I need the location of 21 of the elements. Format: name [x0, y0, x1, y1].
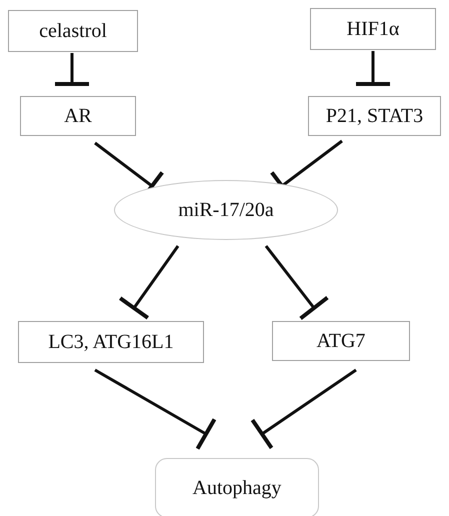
node-label: HIF1α	[346, 18, 400, 40]
node-label: celastrol	[39, 20, 107, 42]
inhibition-connector	[118, 245, 180, 320]
node-label: AR	[64, 104, 92, 128]
process-box	[155, 458, 319, 516]
gene-box	[310, 8, 436, 50]
inhibition-connector	[53, 53, 91, 86]
node-label: P21, STAT3	[326, 104, 424, 128]
gene-box	[18, 321, 204, 363]
node-label: miR-17/20a	[178, 198, 274, 222]
inhibition-connector	[354, 51, 392, 86]
gene-box	[308, 96, 441, 136]
node-label: Autophagy	[192, 476, 282, 500]
node-label: ATG7	[316, 330, 366, 352]
node-label: LC3, ATG16L1	[48, 330, 174, 354]
inhibition-connector	[250, 368, 357, 450]
gene-box	[272, 321, 410, 361]
inhibition-connector	[94, 368, 216, 451]
gene-box	[8, 10, 138, 52]
gene-box	[20, 96, 136, 136]
inhibition-connector	[264, 245, 330, 320]
